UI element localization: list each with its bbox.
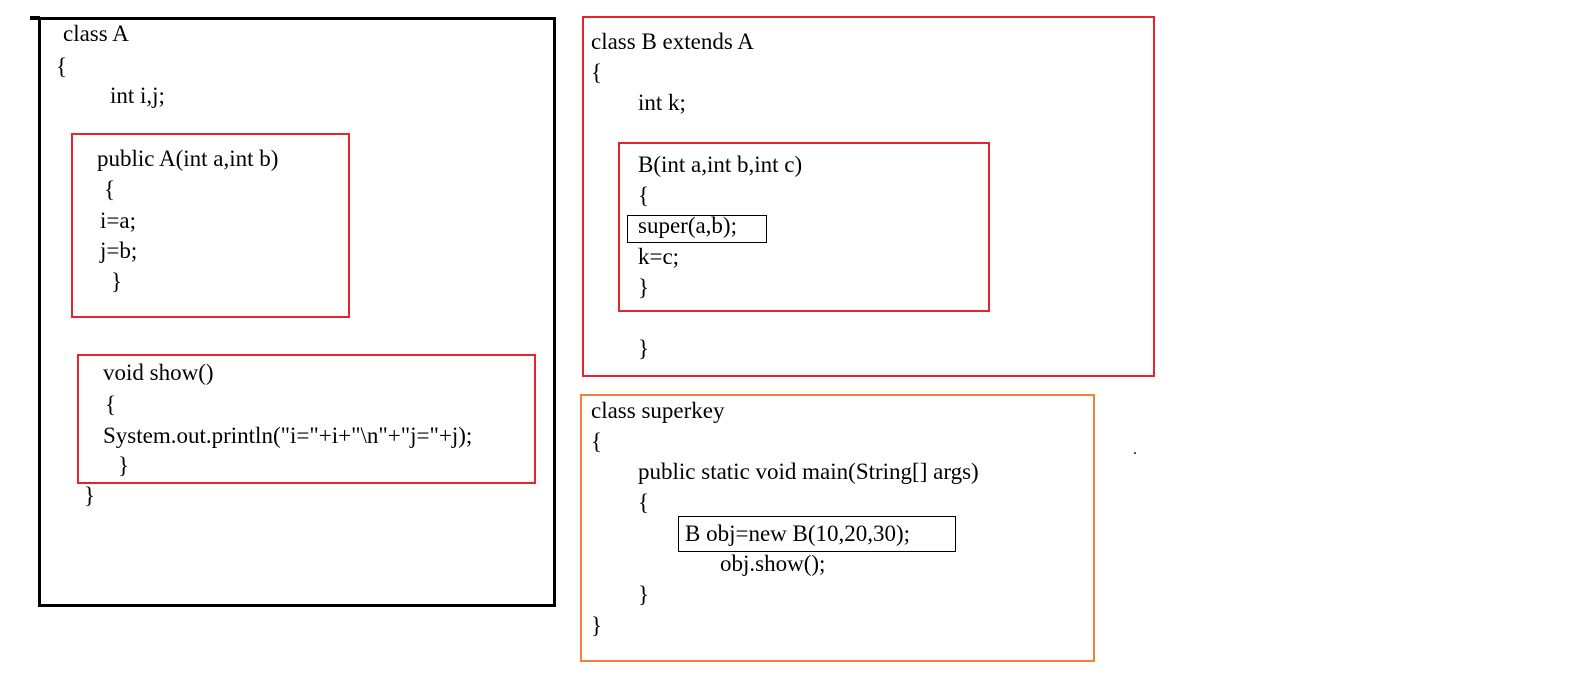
class-a-constructor-line-1: i=a;	[100, 208, 136, 233]
class-b-constructor-signature: B(int a,int b,int c)	[638, 152, 803, 177]
class-a-fields: int i,j;	[110, 83, 165, 108]
class-b-super-call: super(a,b);	[638, 213, 737, 238]
class-b-fields: int k;	[638, 90, 686, 115]
class-b-assignment: k=c;	[638, 244, 680, 269]
main-method-close-brace: }	[638, 582, 650, 607]
super-call-highlight	[627, 215, 767, 243]
class-b-close-brace: }	[638, 336, 650, 361]
class-a-constructor-signature: public A(int a,int b)	[97, 146, 279, 171]
object-creation-statement: B obj=new B(10,20,30);	[685, 521, 911, 546]
method-call-statement: obj.show();	[720, 551, 826, 576]
class-a-header: class A	[63, 21, 129, 46]
class-a-show-close-brace: }	[118, 453, 130, 478]
class-a-constructor-line-2: j=b;	[100, 238, 138, 263]
class-a-close-brace: }	[84, 483, 96, 508]
class-b-box	[582, 16, 1155, 377]
class-superkey-box	[580, 394, 1095, 662]
class-a-show-method-box	[77, 354, 536, 484]
class-superkey-close-brace: }	[591, 613, 603, 638]
class-superkey-header: class superkey	[591, 398, 725, 423]
corner-mark	[30, 16, 40, 20]
class-b-open-brace: {	[591, 60, 603, 85]
class-a-box	[38, 17, 556, 607]
class-a-show-open-brace: {	[105, 392, 117, 417]
class-a-show-body: System.out.println("i="+i+"\n"+"j="+j);	[103, 423, 473, 448]
stray-dot: .	[1133, 441, 1137, 458]
class-a-constructor-close-brace: }	[111, 269, 123, 294]
class-b-constructor-close-brace: }	[638, 275, 650, 300]
class-b-constructor-box	[618, 142, 990, 312]
main-method-open-brace: {	[638, 490, 650, 515]
class-a-constructor-box	[71, 133, 350, 318]
class-b-header: class B extends A	[591, 29, 754, 54]
class-a-constructor-open-brace: {	[104, 177, 116, 202]
class-a-open-brace: {	[56, 54, 68, 79]
class-a-show-signature: void show()	[103, 360, 214, 385]
class-superkey-open-brace: {	[591, 429, 603, 454]
main-method-signature: public static void main(String[] args)	[638, 459, 979, 484]
object-creation-highlight	[678, 516, 956, 552]
class-b-constructor-open-brace: {	[638, 183, 650, 208]
